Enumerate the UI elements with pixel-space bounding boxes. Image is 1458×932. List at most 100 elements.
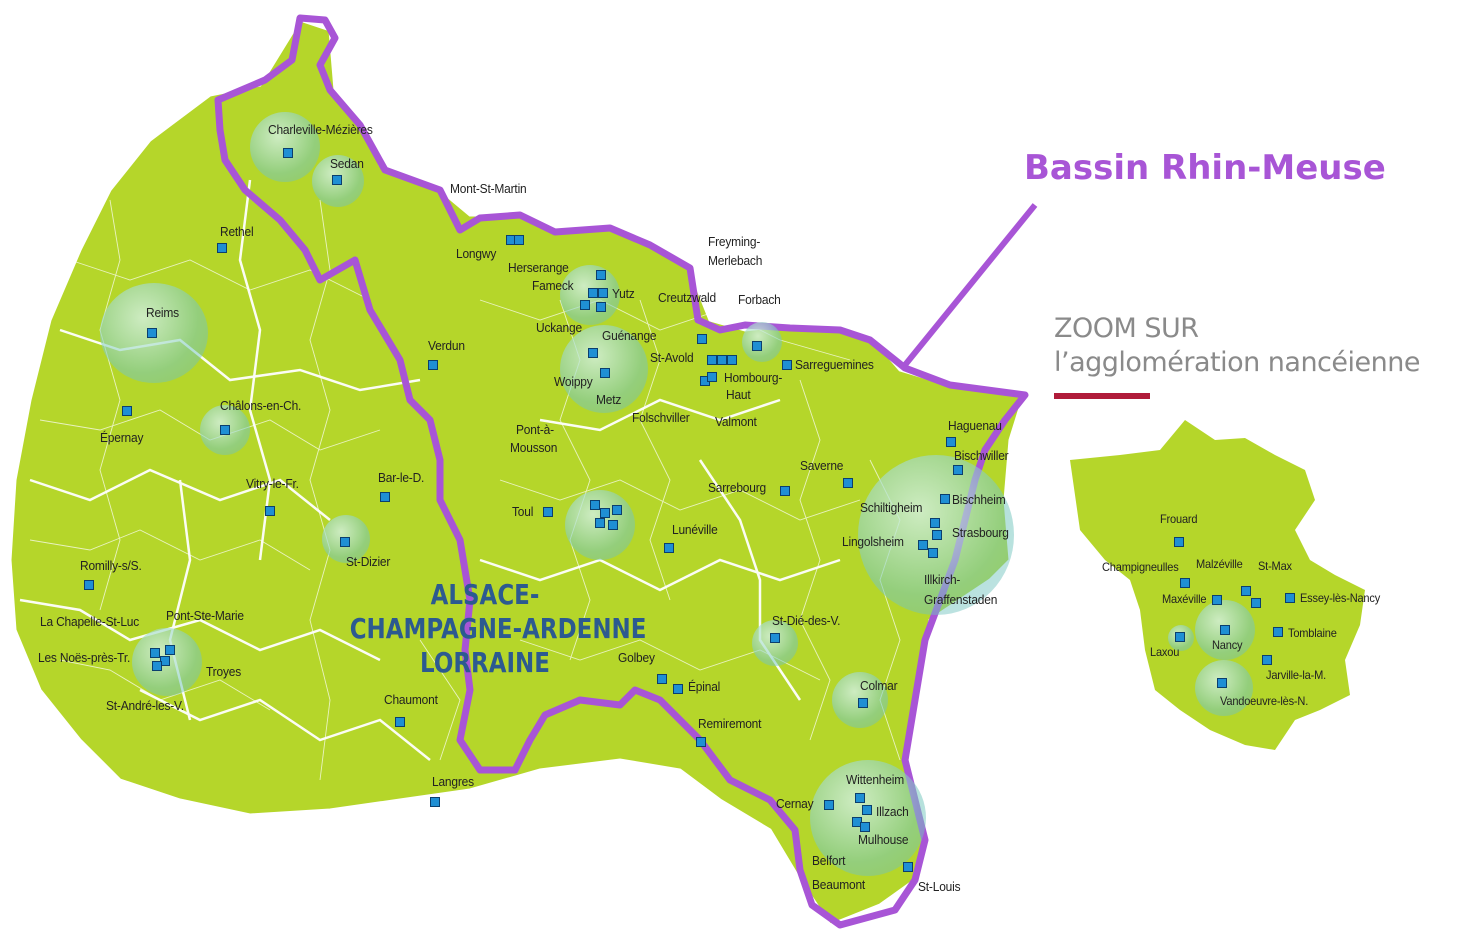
city-label: Illzach xyxy=(876,804,909,819)
city-marker-icon xyxy=(612,505,622,515)
city-marker-icon xyxy=(428,360,438,370)
city-marker-icon xyxy=(600,508,610,518)
city-marker-icon xyxy=(1241,586,1251,596)
population-halo-icon xyxy=(742,322,782,362)
city-label: Fameck xyxy=(532,278,574,293)
zoom-city-label: Vandoeuvre-lès-N. xyxy=(1220,694,1309,708)
city-label: Belfort xyxy=(812,853,846,868)
zoom-city-label: St-Max xyxy=(1258,559,1292,573)
city-label: Golbey xyxy=(618,650,655,665)
city-label: Colmar xyxy=(860,678,898,693)
city-label: Troyes xyxy=(206,664,242,679)
zoom-city-label: Nancy xyxy=(1212,638,1243,652)
city-label: Mont-St-Martin xyxy=(450,181,527,196)
city-label: Longwy xyxy=(456,246,497,261)
city-label: Remiremont xyxy=(698,716,762,731)
city-label: Chaumont xyxy=(384,692,438,707)
city-marker-icon xyxy=(727,355,737,365)
zoom-city-label: Malzéville xyxy=(1196,557,1243,571)
city-marker-icon xyxy=(697,334,707,344)
city-marker-icon xyxy=(707,355,717,365)
city-label: Bischwiller xyxy=(954,448,1009,463)
city-marker-icon xyxy=(590,500,600,510)
city-marker-icon xyxy=(598,288,608,298)
city-marker-icon xyxy=(150,648,160,658)
city-label: Lingolsheim xyxy=(842,534,904,549)
city-label: Creutzwald xyxy=(658,290,716,305)
city-marker-icon xyxy=(717,355,727,365)
city-marker-icon xyxy=(1262,655,1272,665)
city-marker-icon xyxy=(664,543,674,553)
city-marker-icon xyxy=(1251,598,1261,608)
city-label: St-Dizier xyxy=(346,554,391,569)
city-label: Vitry-le-Fr. xyxy=(246,476,299,491)
city-marker-icon xyxy=(770,633,780,643)
city-marker-icon xyxy=(843,478,853,488)
city-label: La Chapelle-St-Luc xyxy=(40,614,140,629)
basin-pointer-line xyxy=(902,203,1038,367)
city-marker-icon xyxy=(265,506,275,516)
city-marker-icon xyxy=(1175,632,1185,642)
population-halo-icon xyxy=(1195,660,1253,716)
city-label: Sarreguemines xyxy=(795,357,874,372)
city-marker-icon xyxy=(928,548,938,558)
zoom-city-label: Laxou xyxy=(1150,645,1180,659)
city-label: Herserange xyxy=(508,260,569,275)
zoom-city-label: Tomblaine xyxy=(1288,626,1337,640)
city-marker-icon xyxy=(430,797,440,807)
city-marker-icon xyxy=(596,270,606,280)
city-marker-icon xyxy=(780,486,790,496)
city-marker-icon xyxy=(946,437,956,447)
city-label: Graffenstaden xyxy=(924,592,998,607)
city-label: Metz xyxy=(596,392,622,407)
city-marker-icon xyxy=(165,645,175,655)
city-marker-icon xyxy=(657,674,667,684)
city-label: Freyming- xyxy=(708,234,761,249)
zoom-city-label: Essey-lès-Nancy xyxy=(1300,591,1381,605)
city-marker-icon xyxy=(84,580,94,590)
city-marker-icon xyxy=(696,737,706,747)
city-marker-icon xyxy=(588,288,598,298)
zoom-title-line1: ZOOM SUR xyxy=(1054,313,1199,344)
zoom-title-rule xyxy=(1054,393,1150,399)
city-marker-icon xyxy=(122,406,132,416)
city-label: Merlebach xyxy=(708,253,763,268)
city-marker-icon xyxy=(707,372,717,382)
city-marker-icon xyxy=(332,175,342,185)
city-label: Hombourg- xyxy=(724,370,783,385)
city-marker-icon xyxy=(1174,537,1184,547)
city-label: Pont-Ste-Marie xyxy=(166,608,244,623)
city-marker-icon xyxy=(380,492,390,502)
city-label: Cernay xyxy=(776,796,814,811)
zoom-title-line2: l’agglomération nancéienne xyxy=(1054,347,1420,378)
city-label: Yutz xyxy=(612,286,635,301)
city-marker-icon xyxy=(824,800,834,810)
city-marker-icon xyxy=(932,530,942,540)
city-marker-icon xyxy=(752,341,762,351)
city-label: Mousson xyxy=(510,440,558,455)
city-label: Sarrebourg xyxy=(708,480,767,495)
city-label: Lunéville xyxy=(672,522,718,537)
city-marker-icon xyxy=(147,328,157,338)
city-label: St-André-les-V. xyxy=(106,698,184,713)
zoom-city-label: Frouard xyxy=(1160,512,1198,526)
city-label: Guénange xyxy=(602,328,657,343)
city-marker-icon xyxy=(608,520,618,530)
city-label: Charleville-Mézières xyxy=(268,122,373,137)
city-label: Haguenau xyxy=(948,418,1002,433)
city-marker-icon xyxy=(588,348,598,358)
city-marker-icon xyxy=(782,360,792,370)
city-marker-icon xyxy=(514,235,524,245)
city-label: St-Avold xyxy=(650,350,694,365)
city-label: Wittenheim xyxy=(846,772,904,787)
population-halo-icon xyxy=(752,620,798,666)
city-label: Bischheim xyxy=(952,492,1006,507)
city-label: Valmont xyxy=(715,414,757,429)
zoom-land xyxy=(1070,420,1365,750)
city-marker-icon xyxy=(1285,593,1295,603)
population-halo-icon xyxy=(810,760,926,876)
city-label: St-Dié-des-V. xyxy=(772,613,841,628)
city-marker-icon xyxy=(858,698,868,708)
city-marker-icon xyxy=(600,368,610,378)
